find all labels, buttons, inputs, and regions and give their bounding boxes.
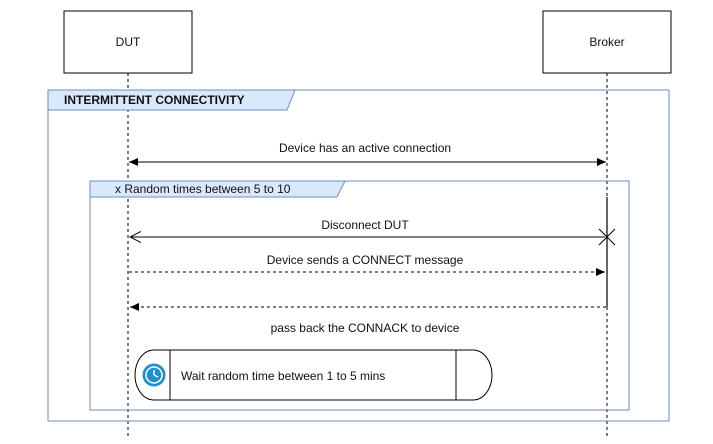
dut-box <box>63 10 193 74</box>
outer-fragment-tab <box>47 89 296 111</box>
dut-label: DUT <box>115 35 141 49</box>
wait-step-label: Wait random time between 1 to 5 mins <box>181 369 386 383</box>
disconnect-label: Disconnect DUT <box>321 218 409 232</box>
outer-fragment <box>47 89 670 422</box>
connack-label: pass back the CONNACK to device <box>270 321 460 335</box>
active-connection-label: Device has an active connection <box>278 141 452 155</box>
wait-step-shape <box>134 349 493 401</box>
connect-label: Device sends a CONNECT message <box>266 253 464 267</box>
outer-fragment-label: INTERMITTENT CONNECTIVITY <box>64 93 245 107</box>
inner-fragment <box>89 180 630 411</box>
broker-label: Broker <box>589 35 625 49</box>
broker-box <box>542 10 672 74</box>
destroy-x-icon <box>598 228 616 246</box>
clock-icon <box>142 363 166 387</box>
inner-fragment-label: x Random times between 5 to 10 <box>115 182 291 196</box>
inner-fragment-tab <box>89 180 346 198</box>
